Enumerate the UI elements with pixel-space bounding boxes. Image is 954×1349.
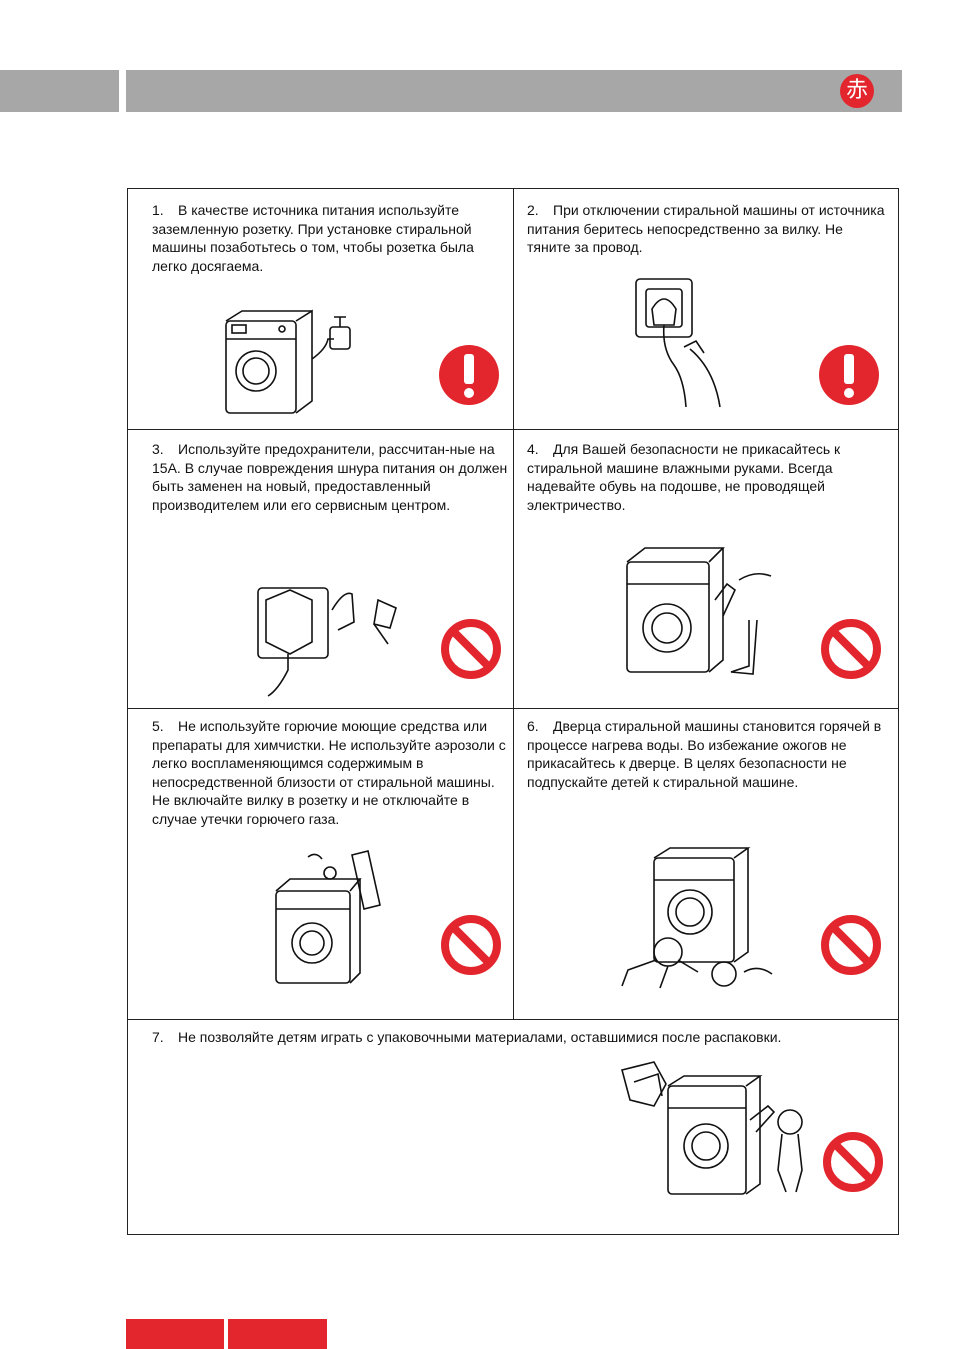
item-text: 2.При отключении стиральной машины от ис… (527, 201, 887, 257)
mandatory-icon (819, 345, 879, 405)
item-description: При отключении стиральной машины от исто… (527, 202, 885, 255)
item-number: 5. (152, 718, 164, 734)
item-description: В качестве источника питания используйте… (152, 202, 474, 274)
washer-with-grounded-socket-illustration (225, 309, 351, 414)
footer-bar-left (126, 1319, 224, 1349)
item-text: 1.В качестве источника питания используй… (152, 201, 504, 275)
brand-logo-icon: 赤 (840, 74, 874, 108)
safety-item: 3.Используйте предохранители, рассчитан-… (128, 430, 513, 708)
item-description: Не используйте горючие моющие средства и… (152, 718, 506, 827)
safety-grid: 1.В качестве источника питания используй… (127, 188, 899, 1235)
item-text: 7. Не позволяйте детям играть с упаковочн… (152, 1028, 892, 1047)
item-number: 2. (527, 202, 539, 218)
safety-item: 5.Не используйте горючие моющие средства… (128, 709, 513, 1019)
hand-pulling-plug-illustration (635, 278, 721, 408)
header-bar-left (0, 70, 119, 112)
row-divider (128, 1019, 898, 1020)
prohibition-icon (823, 1132, 883, 1192)
item-text: 3.Используйте предохранители, рассчитан-… (152, 440, 508, 514)
item-number: 1. (152, 202, 164, 218)
aerosol-near-washer-illustration (275, 850, 381, 984)
item-description: Для Вашей безопасности не прикасайтесь к… (527, 441, 841, 513)
prohibition-icon (821, 619, 881, 679)
safety-item: 1.В качестве источника питания используй… (128, 189, 513, 429)
mandatory-icon (439, 345, 499, 405)
prohibition-icon (441, 619, 501, 679)
item-number: 6. (527, 718, 539, 734)
item-description: Используйте предохранители, рассчитан-ны… (152, 441, 508, 513)
safety-item: 7. Не позволяйте детям играть с упаковочн… (128, 1020, 899, 1234)
row-divider (128, 708, 898, 709)
header-bar (126, 70, 902, 112)
prohibition-icon (821, 915, 881, 975)
item-description: Не позволяйте детям играть с упаковочным… (178, 1029, 782, 1045)
item-description: Дверца стиральной машины становится горя… (527, 718, 882, 790)
column-divider (513, 189, 514, 1019)
item-number: 3. (152, 441, 164, 457)
safety-item: 2.При отключении стиральной машины от ис… (514, 189, 899, 429)
item-text: 6.Дверца стиральной машины становится го… (527, 717, 889, 791)
child-near-washer-illustration (621, 847, 773, 989)
item-number: 7. (152, 1029, 164, 1045)
row-divider (128, 429, 898, 430)
safety-item: 4.Для Вашей безопасности не прикасайтесь… (514, 430, 899, 708)
safety-item: 6.Дверца стиральной машины становится го… (514, 709, 899, 1019)
item-text: 5.Не используйте горючие моющие средства… (152, 717, 508, 828)
item-text: 4.Для Вашей безопасности не прикасайтесь… (527, 440, 889, 514)
footer-bar-right (228, 1319, 327, 1349)
packaging-child-illustration (621, 1061, 803, 1195)
wet-hands-barefoot-illustration (626, 547, 772, 675)
damaged-plug-illustration (257, 587, 397, 697)
prohibition-icon (441, 915, 501, 975)
item-number: 4. (527, 441, 539, 457)
